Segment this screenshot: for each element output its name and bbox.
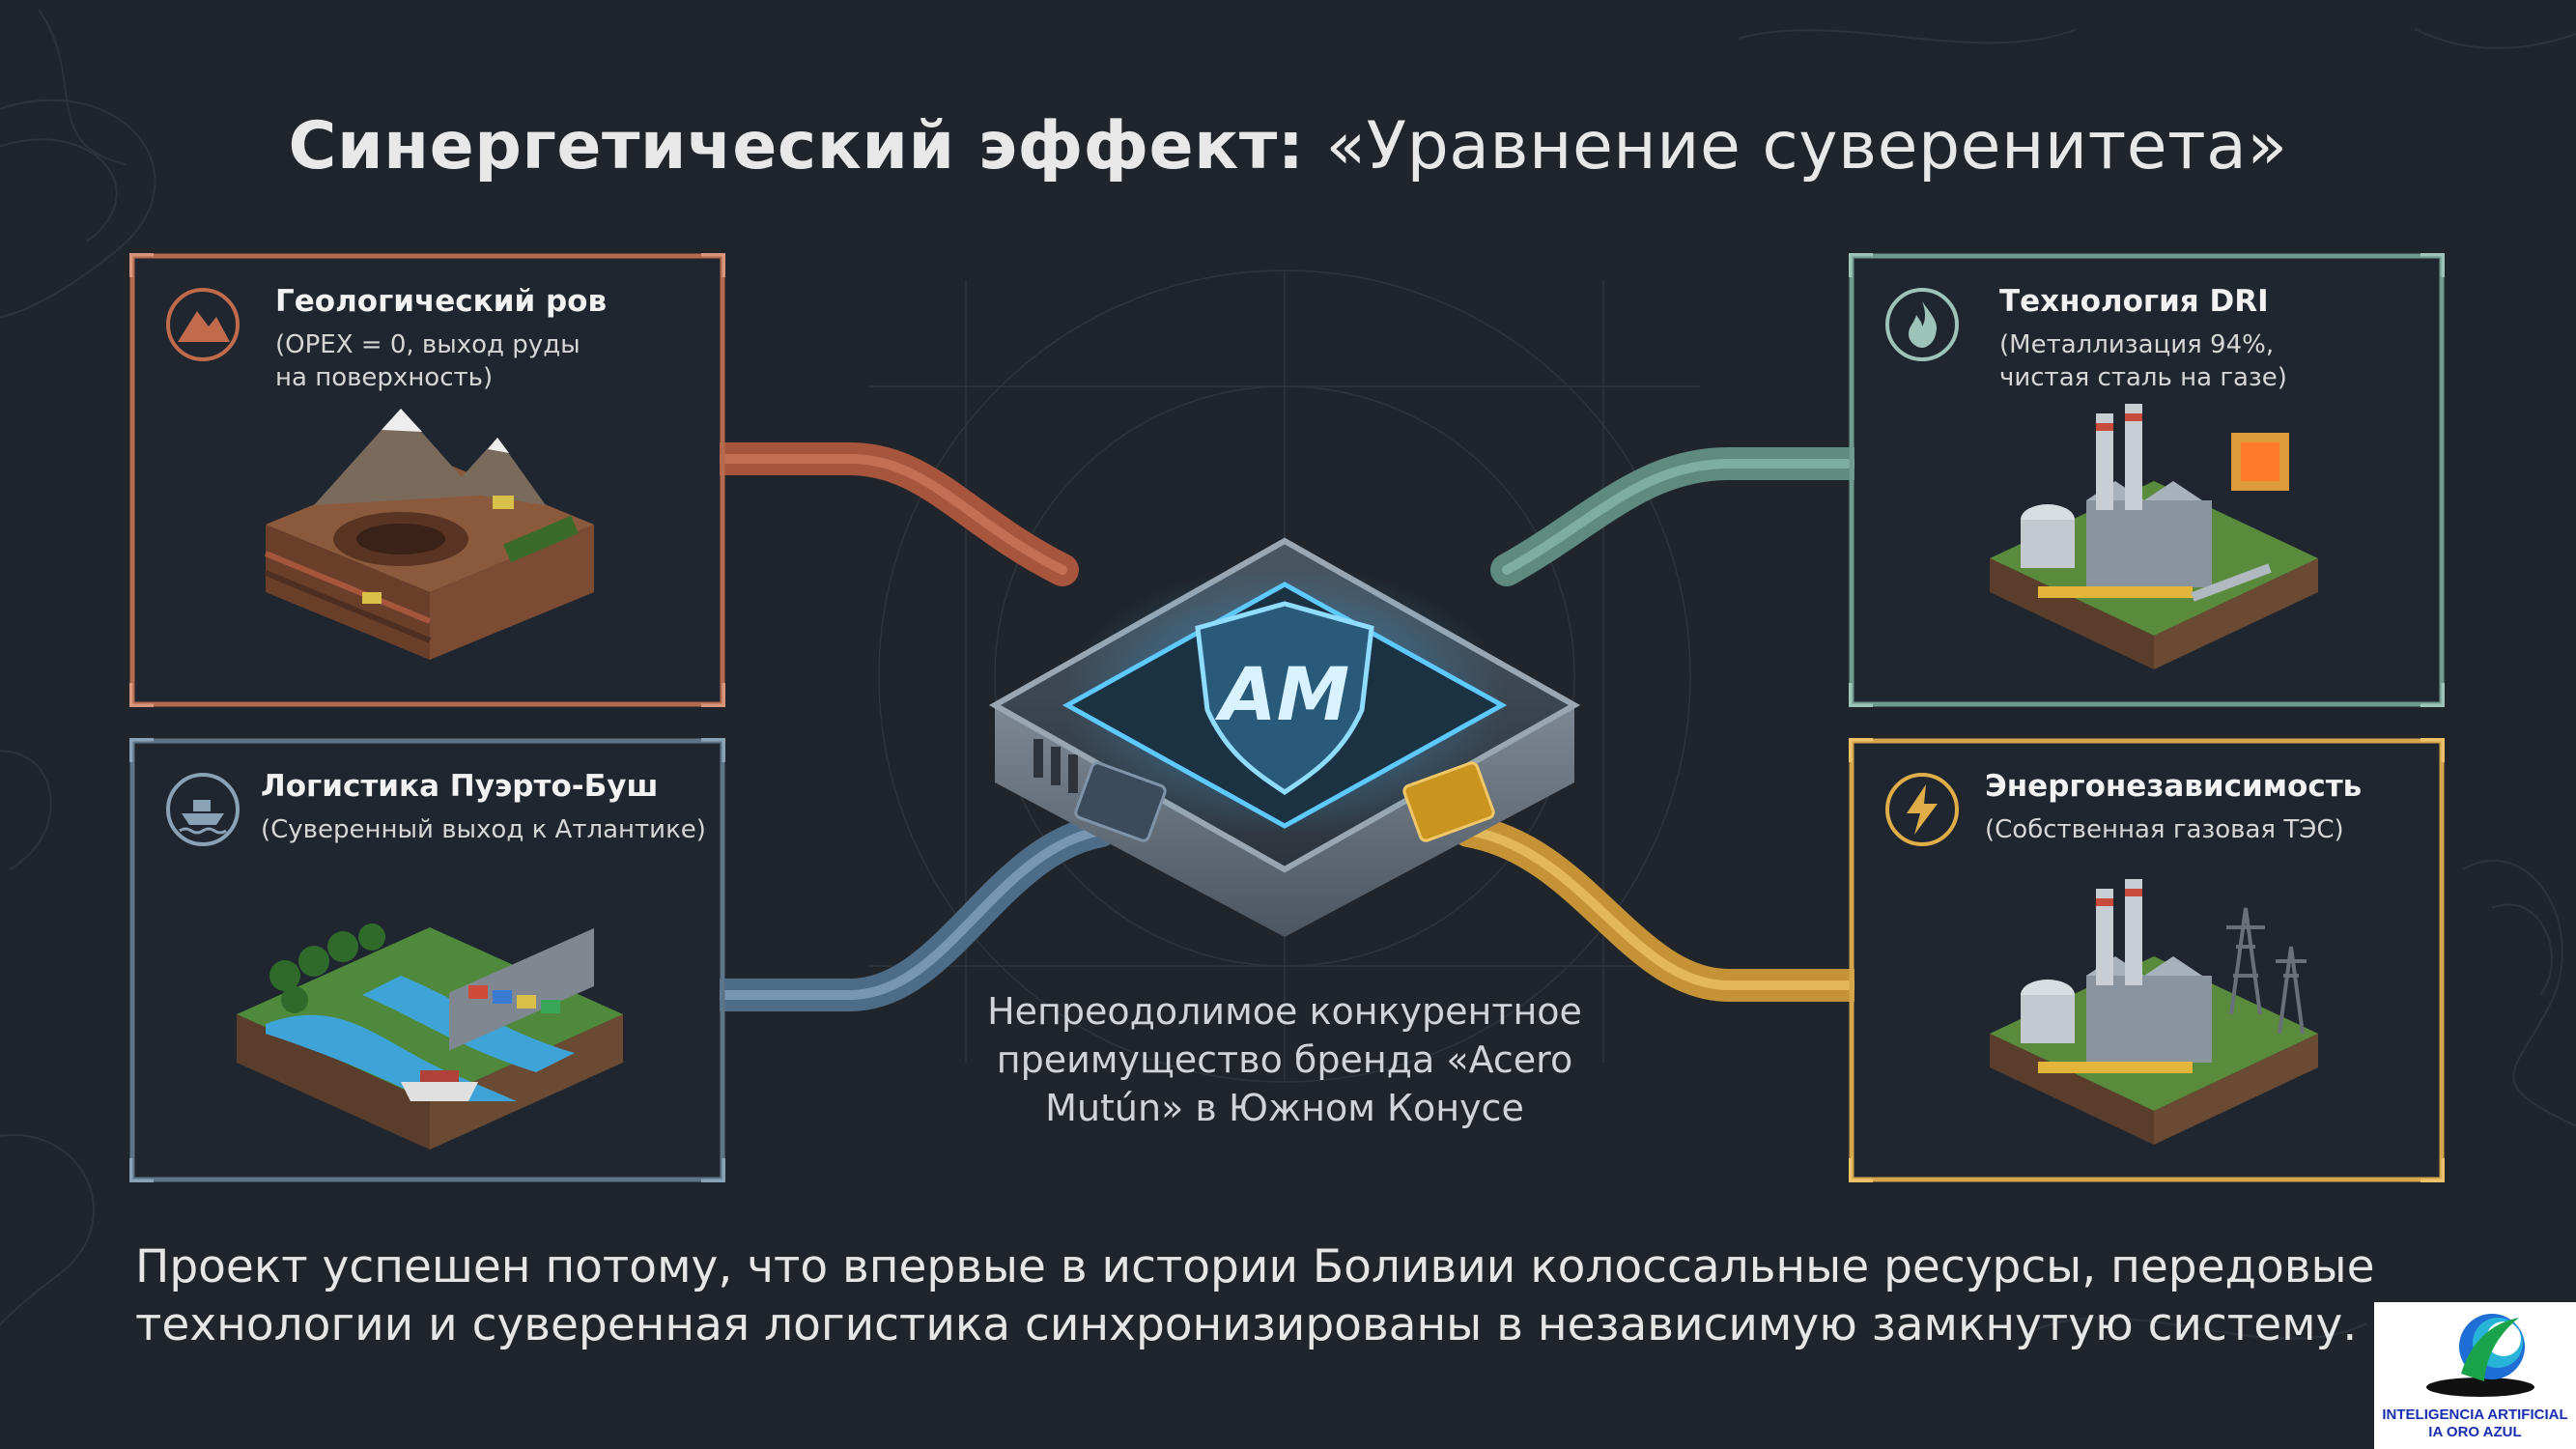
topographic-lines	[0, 9, 2576, 1340]
card-subtitle: (Металлизация 94%, чистая сталь на газе)	[1999, 330, 2287, 392]
power-tower-icon	[2226, 907, 2307, 1035]
logo-text: INTELIGENCIA ARTIFICIAL IA ORO AZUL	[2382, 1406, 2568, 1440]
page-title: Синергетический эффект: «Уравнение сувер…	[288, 108, 2288, 185]
port-logistics	[1074, 761, 1167, 842]
card-title: Технология DRI	[1999, 284, 2269, 319]
connector-energy	[1452, 814, 1871, 1002]
power-plant-illustration	[1990, 879, 2318, 1145]
card-title: Логистика Пуэрто-Буш	[261, 769, 659, 804]
connector-logistics	[703, 814, 1118, 1011]
shield-icon	[1195, 601, 1374, 796]
brand-logo: INTELIGENCIA ARTIFICIAL IA ORO AZUL	[2374, 1302, 2576, 1449]
card-logistics: Логистика Пуэрто-Буш (Суверенный выход к…	[129, 738, 725, 1182]
ship-icon	[166, 773, 240, 846]
mountain-icon	[166, 288, 240, 361]
hub-caption: Непреодолимое конкурентное преимущество …	[987, 990, 1582, 1129]
card-geology: Геологический ров (OPEX = 0, выход руды …	[129, 253, 725, 707]
card-dri: Технология DRI (Металлизация 94%, чистая…	[1849, 253, 2445, 707]
card-frame	[1849, 253, 2445, 707]
lightning-icon	[1885, 773, 1959, 846]
port-energy	[1402, 761, 1495, 842]
card-subtitle: (Собственная газовая ТЭС)	[1985, 815, 2344, 844]
card-energy: Энергонезависимость (Собственная газовая…	[1849, 738, 2445, 1182]
card-title: Геологический ров	[275, 284, 608, 319]
blueprint-grid	[869, 270, 1700, 1083]
card-frame	[129, 253, 725, 707]
connector-geology	[703, 442, 1079, 586]
connector-dri	[1490, 447, 1871, 586]
central-hub: AM	[988, 537, 1581, 937]
card-frame	[129, 738, 725, 1182]
hub-emblem: AM	[1215, 651, 1349, 737]
card-subtitle: (Суверенный выход к Атлантике)	[261, 815, 706, 844]
card-title: Энергонезависимость	[1985, 769, 2363, 804]
footer-statement: Проект успешен потому, что впервые в ист…	[135, 1240, 2375, 1351]
dri-plant-illustration	[1990, 404, 2318, 669]
flame-icon	[1885, 288, 1959, 361]
quarry-illustration	[264, 409, 594, 660]
globe-swoosh-icon	[2426, 1314, 2534, 1397]
port-illustration	[237, 923, 623, 1150]
card-subtitle: (OPEX = 0, выход руды на поверхность)	[275, 330, 580, 392]
card-frame	[1849, 738, 2445, 1182]
